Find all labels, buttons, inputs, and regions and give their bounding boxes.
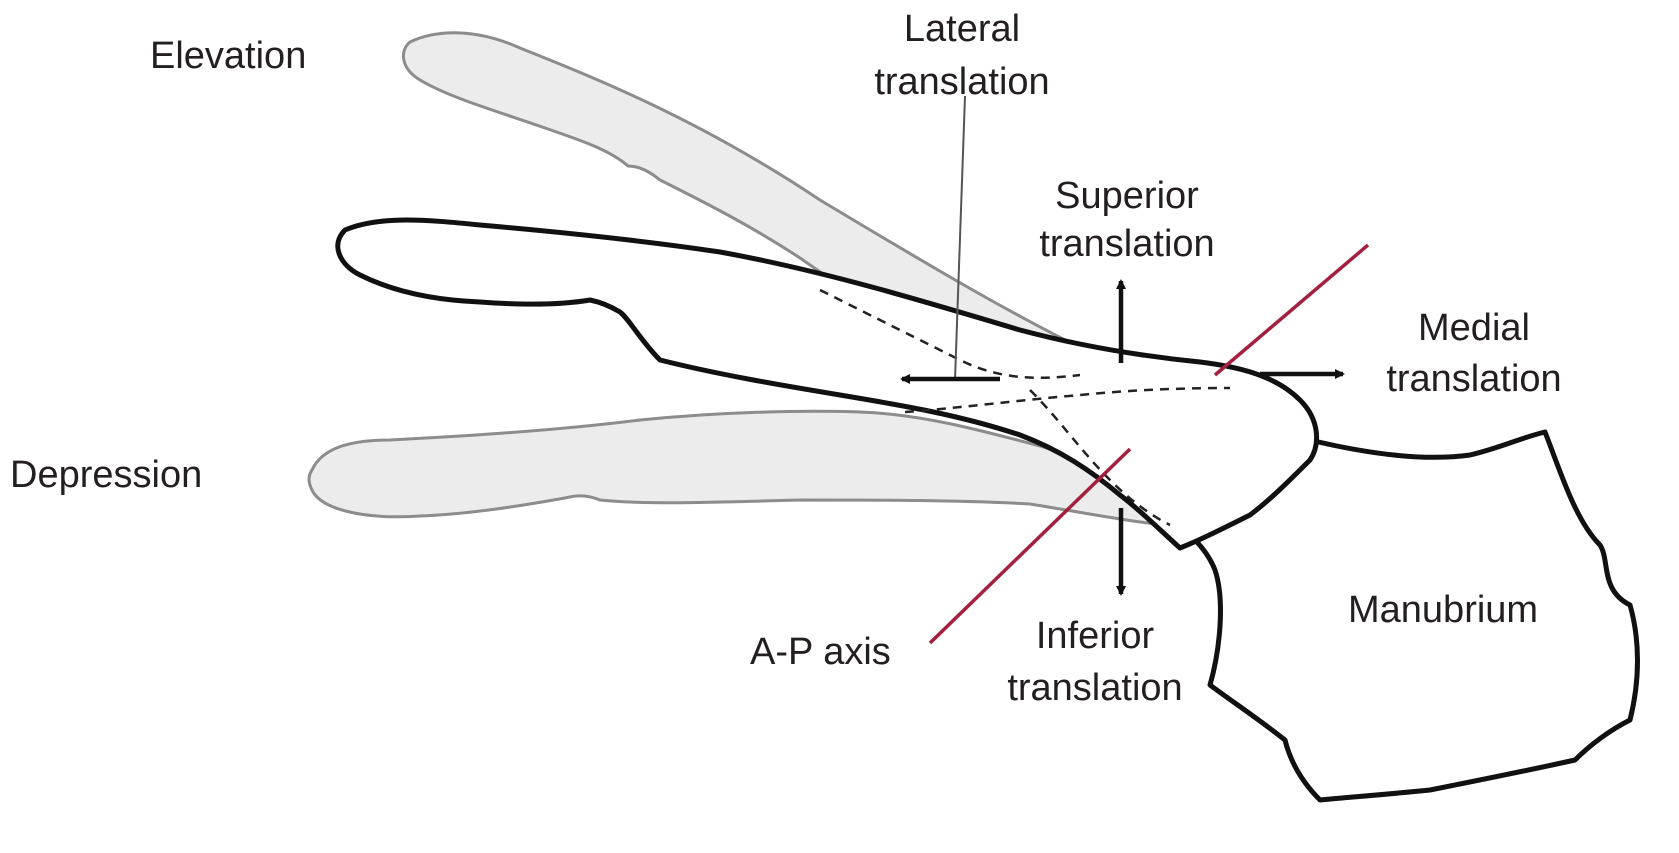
elevation-label: Elevation (150, 35, 306, 77)
lateral-translation-label-line2: translation (874, 61, 1049, 103)
ap-axis-label: A-P axis (750, 631, 891, 673)
medial-translation-label-line2: translation (1386, 358, 1561, 400)
ap-axis-upper-line (1215, 245, 1368, 375)
superior-translation-label-line1: Superior (1055, 175, 1199, 217)
superior-translation-label-line2: translation (1039, 223, 1214, 265)
inferior-translation-label-line1: Inferior (1036, 615, 1155, 657)
inferior-translation-label-line2: translation (1007, 667, 1182, 709)
manubrium-label: Manubrium (1348, 589, 1538, 631)
depression-label: Depression (10, 454, 202, 496)
lateral-translation-label-line1: Lateral (904, 8, 1020, 50)
medial-translation-label-line1: Medial (1418, 307, 1530, 349)
